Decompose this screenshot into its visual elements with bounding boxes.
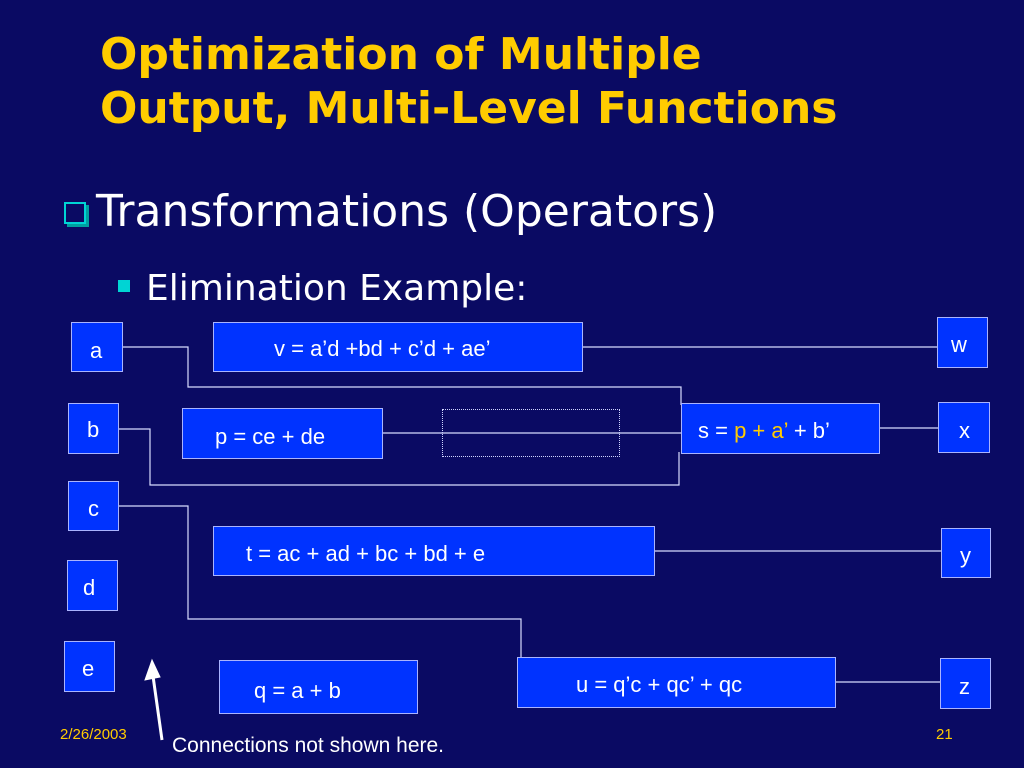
input-b-box: b xyxy=(68,403,119,454)
slide-title: Optimization of Multiple Output, Multi-L… xyxy=(100,28,1000,136)
node-p-expression: p = ce + de xyxy=(215,424,326,449)
node-v: v = a’d +bd + c’d + ae’ xyxy=(213,322,583,372)
wire-c-to-u xyxy=(119,505,522,658)
output-z-label: z xyxy=(959,674,970,699)
title-line-1: Optimization of Multiple xyxy=(100,29,702,80)
output-w-box: w xyxy=(937,317,988,368)
node-q-expression: q = a + b xyxy=(254,678,341,703)
title-line-2: Output, Multi-Level Functions xyxy=(100,83,838,134)
node-t: t = ac + ad + bc + bd + e xyxy=(213,526,655,576)
input-e-label: e xyxy=(82,656,95,681)
bullet-level-1: Transformations (Operators) xyxy=(64,186,717,237)
input-e-box: e xyxy=(64,641,115,692)
wire-b-to-s xyxy=(119,428,680,486)
output-x-box: x xyxy=(938,402,990,453)
wire-a-to-s xyxy=(123,346,682,405)
node-s-prefix: s = xyxy=(698,418,735,443)
connections-note: Connections not shown here. xyxy=(172,734,445,757)
dotted-placeholder-box xyxy=(442,409,620,457)
node-s-expression: s = p + a’ + b’ xyxy=(698,418,830,444)
output-y-box: y xyxy=(941,528,991,578)
output-w-label: w xyxy=(951,332,967,357)
input-a-label: a xyxy=(90,338,103,363)
node-t-expression: t = ac + ad + bc + bd + e xyxy=(246,541,486,566)
footer-date: 2/26/2003 xyxy=(60,726,127,743)
input-d-label: d xyxy=(83,575,96,600)
footer-page-number: 21 xyxy=(936,726,953,743)
input-b-label: b xyxy=(87,417,100,442)
hollow-square-bullet-icon xyxy=(64,202,86,224)
output-z-box: z xyxy=(940,658,991,709)
node-v-expression: v = a’d +bd + c’d + ae’ xyxy=(274,336,491,361)
output-y-label: y xyxy=(960,543,971,568)
node-u-expression: u = q’c + qc’ + qc xyxy=(576,672,743,697)
node-q: q = a + b xyxy=(219,660,418,714)
node-p: p = ce + de xyxy=(182,408,383,459)
output-x-label: x xyxy=(959,418,970,443)
node-s: s = p + a’ + b’ xyxy=(681,403,880,454)
input-c-box: c xyxy=(68,481,119,531)
square-bullet-icon xyxy=(118,280,130,292)
input-c-label: c xyxy=(88,496,99,521)
arrow-up-icon xyxy=(144,658,164,741)
input-d-box: d xyxy=(67,560,118,611)
bullet-level-2: Elimination Example: xyxy=(118,268,527,309)
node-s-suffix: + b’ xyxy=(787,418,830,443)
node-u: u = q’c + qc’ + qc xyxy=(517,657,836,708)
bullet-level-1-text: Transformations (Operators) xyxy=(96,186,718,237)
node-s-highlight: p + a’ xyxy=(734,418,788,443)
input-a-box: a xyxy=(71,322,123,372)
bullet-level-2-text: Elimination Example: xyxy=(146,268,528,309)
